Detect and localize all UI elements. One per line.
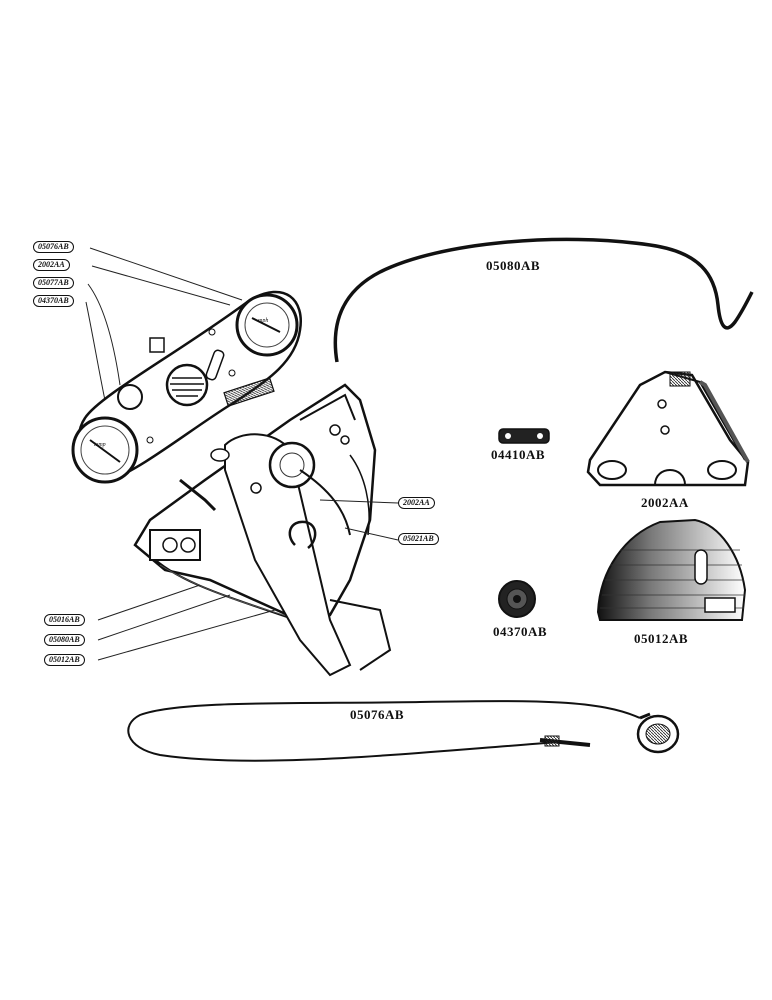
right-leader-lines: [319, 499, 399, 541]
label-grommet: 04370AB: [493, 624, 548, 639]
callout-tag-left-3: 05077AB: [33, 277, 74, 289]
callout-tag-left-4: 04370AB: [33, 295, 74, 307]
speedometer-cable-top: [333, 237, 754, 363]
grommet-part: [498, 580, 536, 618]
callout-tag-right-1: 2002AA: [398, 497, 435, 509]
label-cable-top: 05080AB: [486, 258, 541, 273]
callout-tag-left-1: 05076AB: [33, 241, 74, 253]
svg-text:temp: temp: [94, 442, 106, 448]
label-clip: 04410AB: [491, 447, 546, 462]
callout-tag-bottom-3: 05012AB: [44, 654, 85, 666]
dash-housing: [133, 383, 392, 677]
callout-tag-right-2: 05021AB: [398, 533, 439, 545]
callout-tag-bottom-1: 05016AB: [44, 614, 85, 626]
bracket-part: [586, 370, 750, 487]
speedometer-cable-bottom: [127, 700, 680, 762]
clip-part: [498, 428, 550, 444]
label-bracket: 2002AA: [641, 495, 689, 510]
cover-part: [596, 518, 747, 621]
callout-tag-bottom-2: 05080AB: [44, 634, 85, 646]
callout-tag-left-2: 2002AA: [33, 259, 70, 271]
bottom-leader-lines: [97, 584, 276, 661]
label-cover: 05012AB: [634, 631, 689, 646]
label-cable-bottom: 05076AB: [350, 707, 405, 722]
svg-text:mph: mph: [258, 318, 268, 324]
instrument-panel: mph temp: [71, 290, 303, 484]
